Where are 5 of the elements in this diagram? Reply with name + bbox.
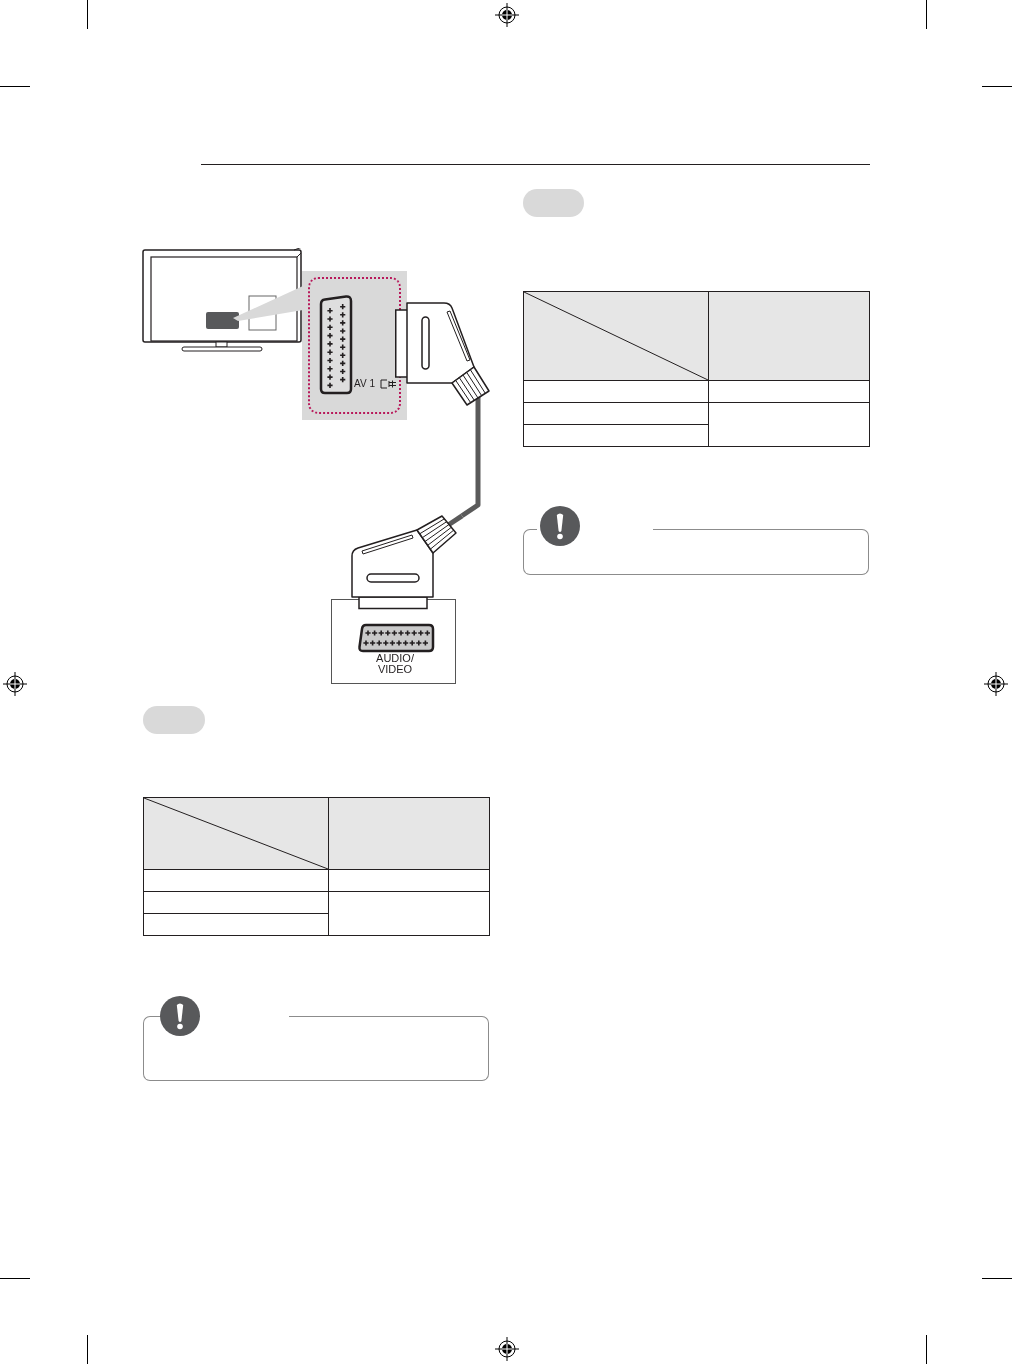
device-panel	[331, 599, 456, 684]
port-label: AUDIO/ VIDEO	[375, 653, 415, 675]
port-panel	[302, 271, 407, 420]
cable	[460, 409, 481, 518]
port-label: AV 1	[354, 378, 375, 389]
